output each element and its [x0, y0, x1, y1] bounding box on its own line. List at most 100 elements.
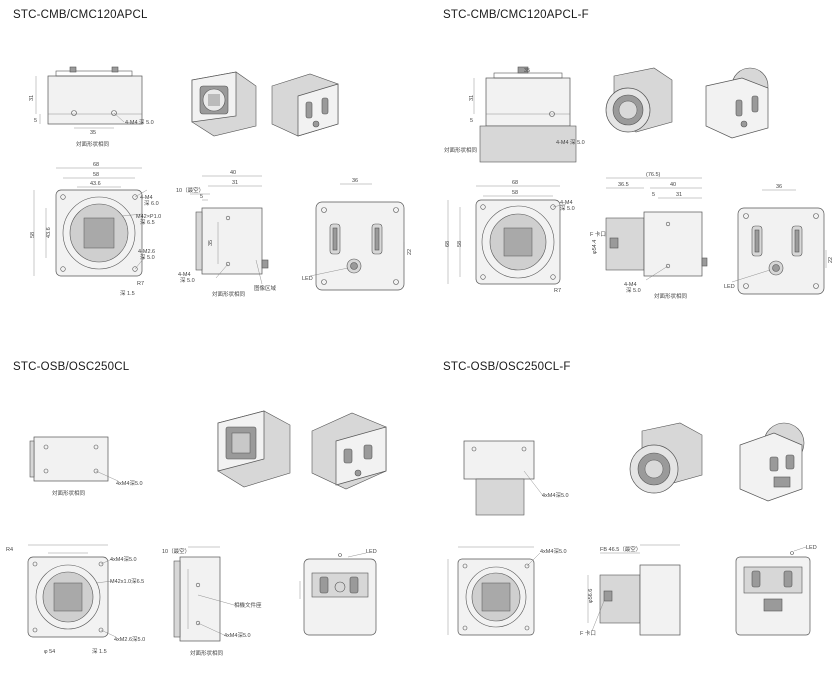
note-4m4: 4-M4 — [560, 200, 573, 206]
side-view-labels: (76.5) 36.5 40 31 5 F 卡口 φ54.4 4-M4 深 5.… — [590, 172, 688, 300]
dim-76-5: (76.5) — [646, 172, 661, 178]
panel-cmb-cmc120apcl-f: STC-CMB/CMC120APCL-F 35 31 5 4-M4 深 5.0 … — [416, 0, 833, 343]
panel-osb-osc250cl: STC-OSB/OSC250CL 対面形状相同 4xM4深5.0 — [0, 343, 416, 686]
led-label: LED — [366, 549, 377, 555]
panel-title: STC-CMB/CMC120APCL-F — [443, 9, 589, 21]
dim-5: 5 — [652, 192, 655, 198]
note-m4: 4xM4深5.0 — [224, 631, 251, 639]
dim-43-6: 43.6 — [90, 181, 101, 187]
dim-35: 35 — [208, 240, 214, 246]
iso-front-camera — [629, 422, 703, 494]
dim-58: 58 — [512, 190, 518, 196]
note-4m4: 4-M4 — [178, 272, 191, 278]
top-view-labels: 35 31 5 4-M4 深 5.0 対面形状相同 — [444, 68, 585, 154]
front-view-labels: 68 58 43.6 4-M4 深 6.0 M42×P1.0 深 6.5 4-M… — [30, 162, 161, 297]
front-view-labels: 68 58 4-M4 深 5.0 68 58 R7 — [445, 180, 575, 294]
iso-front-camera — [605, 67, 673, 133]
dim-40: 40 — [230, 170, 236, 176]
front-view-drawing — [447, 546, 541, 636]
back-view-drawing — [735, 546, 811, 636]
dim-side-43-6: 43.6 — [46, 227, 52, 238]
top-view-labels: 対面形状相同 4xM4深5.0 — [52, 479, 143, 497]
front-view-drawing — [27, 544, 117, 638]
top-view-drawing — [35, 66, 143, 129]
side-view-drawing — [587, 544, 681, 636]
panel-title: STC-OSB/OSC250CL-F — [443, 361, 571, 373]
iso-front-camera — [217, 410, 291, 488]
top-view-drawing — [29, 436, 119, 482]
front-view-labels: 4xM4深5.0 M42x1.0深6.5 R4 4xM2.6深5.0 φ 54 … — [6, 547, 145, 655]
back-view-labels: LED — [806, 545, 817, 551]
back-view-drawing — [309, 183, 405, 291]
front-view-drawing — [33, 167, 148, 277]
note-tripod: 相機文件座 — [234, 601, 262, 609]
iso-back-camera — [311, 412, 387, 490]
dim-R7: R7 — [137, 281, 144, 287]
dim-dia-54-4: φ54.4 — [592, 240, 598, 254]
dim-dia-54: φ 54 — [44, 649, 55, 655]
top-view-labels: 35 31 5 4-M4 深 5.0 対面形状相同 — [29, 95, 154, 148]
dim-5: 5 — [34, 118, 37, 124]
dim-5: 5 — [200, 194, 203, 200]
note-4m4: 4xM4深5.0 — [110, 555, 137, 563]
dim-36: 36 — [352, 178, 358, 184]
dim-side-58: 58 — [457, 241, 463, 247]
caption-same-shape: 対面形状相同 — [76, 140, 110, 148]
note-depth5: 深 5.0 — [626, 286, 641, 294]
led-label: LED — [806, 545, 817, 551]
back-view-drawing — [299, 552, 377, 636]
note-4m4: 4-M4 — [140, 195, 153, 201]
dim-35: 35 — [90, 130, 96, 136]
dim-22: 22 — [407, 249, 413, 255]
side-view-drawing — [173, 546, 235, 642]
back-view-labels: 36 22 LED — [302, 178, 413, 282]
note-depth5: 深 5.0 — [180, 276, 195, 284]
dim-68: 68 — [93, 162, 99, 168]
note-depth65: 深 6.5 — [140, 218, 155, 226]
dim-22: 22 — [828, 257, 833, 263]
dim-40: 40 — [670, 182, 676, 188]
dim-36: 36 — [776, 184, 782, 190]
front-view-labels: 4xM4深5.0 — [540, 547, 567, 555]
side-view-drawing — [190, 175, 269, 285]
led-label: LED — [724, 284, 735, 290]
panel-cmb-cmc120apcl: STC-CMB/CMC120APCL 35 31 5 4-M4 深 5.0 対面… — [0, 0, 416, 343]
dim-36-5: 36.5 — [618, 182, 629, 188]
caption-same-shape: 対面形状相同 — [654, 292, 688, 300]
dim-31: 31 — [469, 95, 475, 101]
iso-back-camera — [705, 67, 769, 139]
dim-31: 31 — [676, 192, 682, 198]
dim-68: 68 — [512, 180, 518, 186]
top-view-labels: 4xM4深5.0 — [542, 491, 569, 499]
dim-fb-46-5: FB 46.5（最空） — [600, 545, 641, 553]
note-depth5: 深 5.0 — [560, 204, 575, 212]
back-view-labels: LED — [366, 549, 377, 555]
note-depth6: 深 6.0 — [144, 199, 159, 207]
caption-same-shape: 対面形状相同 — [52, 489, 86, 497]
dim-5: 5 — [470, 118, 473, 124]
iso-back-camera — [739, 422, 805, 502]
dim-R7: R7 — [554, 288, 561, 294]
note-f-mount: F 卡口 — [580, 629, 596, 637]
panel-osb-osc250cl-f: STC-OSB/OSC250CL-F 4xM4深5.0 4xM4深5.0 — [416, 343, 833, 686]
note-4m4: 4-M4 — [624, 282, 637, 288]
note-depth15: 深 1.5 — [92, 647, 107, 655]
side-view-drawing — [605, 177, 708, 281]
dim-31: 31 — [29, 95, 35, 101]
iso-back-camera — [271, 73, 339, 137]
caption-same-shape: 対面形状相同 — [444, 146, 478, 154]
dim-10-max: 10（最空） — [162, 547, 190, 555]
note-m42: M42×P1.0 — [136, 214, 161, 220]
dim-58: 58 — [93, 172, 99, 178]
dim-35: 35 — [524, 68, 530, 74]
back-view-labels: 36 22 LED — [724, 184, 833, 290]
front-view-drawing — [447, 185, 567, 285]
iso-front-camera — [191, 71, 257, 137]
note-depth5: 深 5.0 — [140, 253, 155, 261]
led-label: LED — [302, 276, 313, 282]
caption-same-shape: 対面形状相同 — [212, 290, 246, 298]
note-depth15: 深 1.5 — [120, 289, 135, 297]
side-view-labels: FB 46.5（最空） F 卡口 φ56.6 — [580, 545, 641, 637]
dim-side-58: 58 — [30, 232, 36, 238]
note-image-area: 图像区域 — [254, 284, 277, 292]
